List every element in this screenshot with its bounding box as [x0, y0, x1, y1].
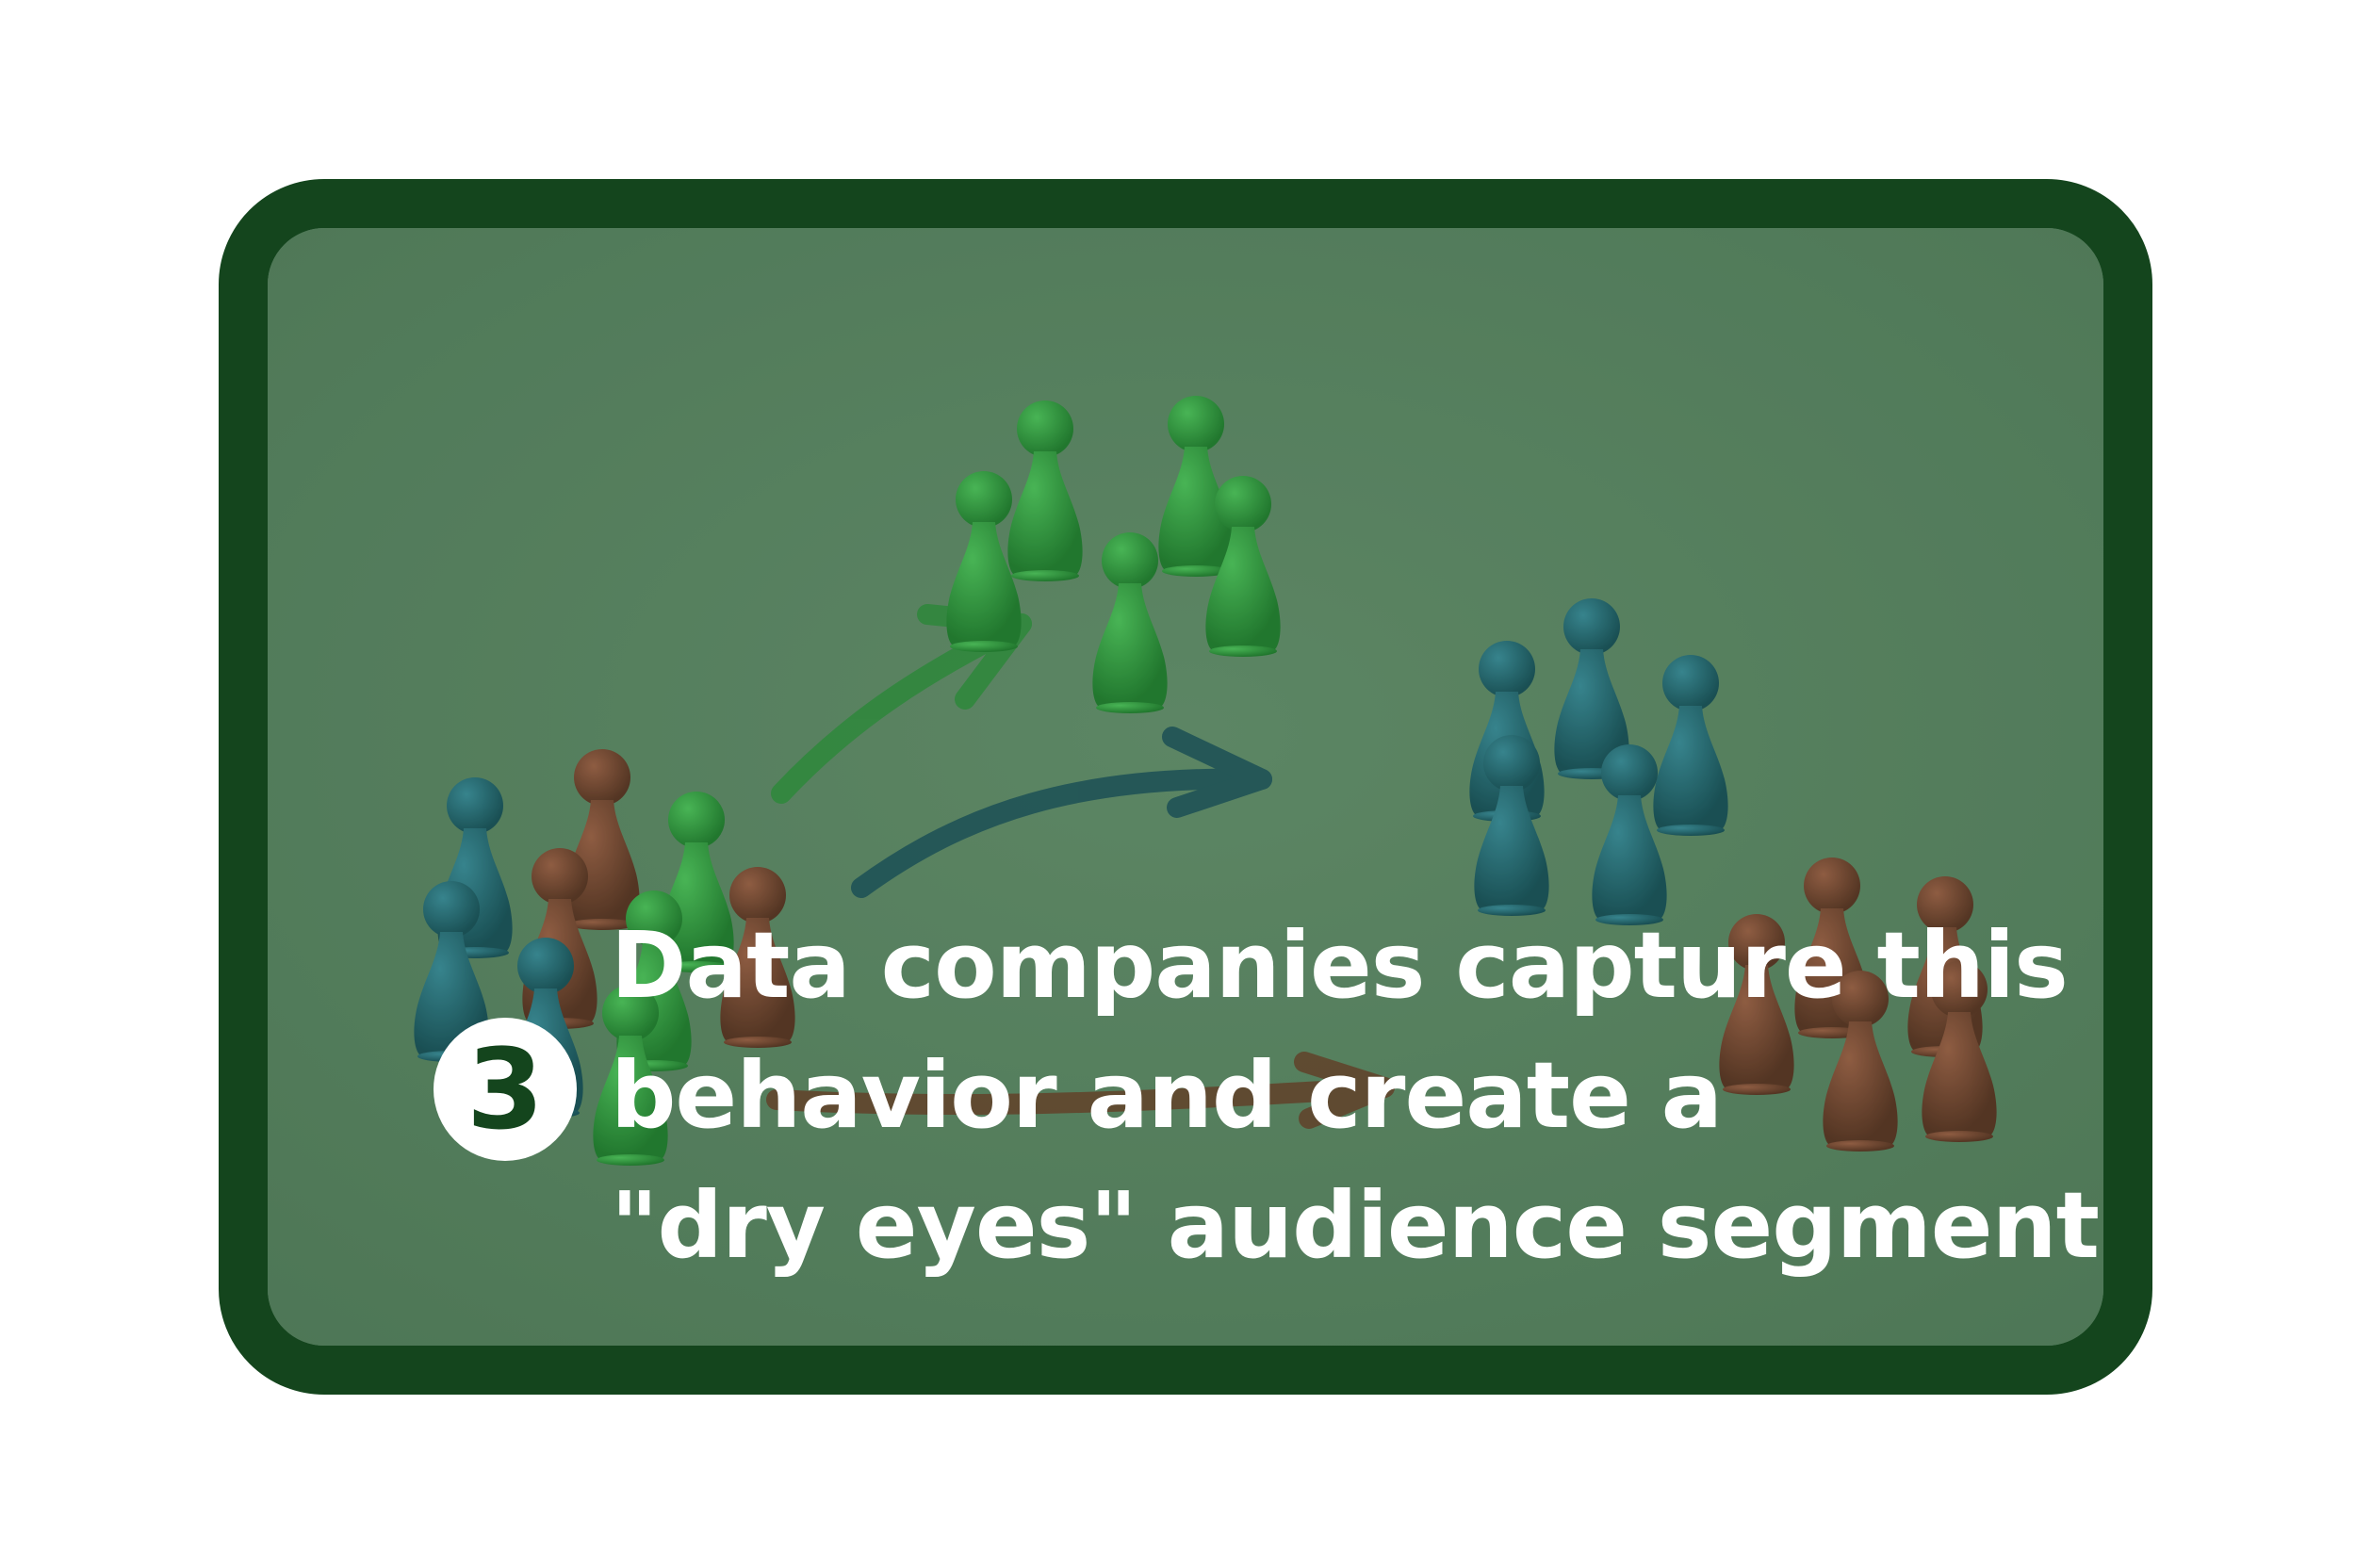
pawn-groups-illustration: [268, 228, 2103, 1346]
step-number-badge: 3: [434, 1018, 577, 1161]
red-arrow: [766, 1052, 1395, 1129]
info-card: 3 Data companies capture this behavior a…: [219, 179, 2152, 1395]
green-tint-overlay: [268, 228, 2103, 1346]
blue-arrow: [851, 727, 1272, 898]
headline-text: Data companies capture this behavior and…: [611, 912, 2100, 1279]
